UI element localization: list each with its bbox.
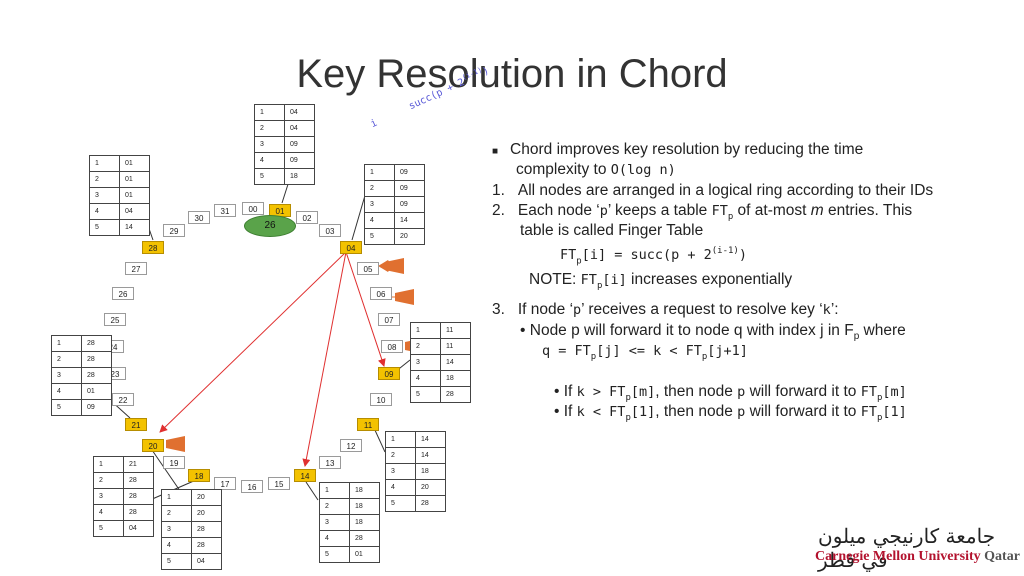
ring-node: 20	[142, 439, 164, 452]
ft14-connector	[305, 481, 319, 501]
ring-node: 16	[241, 480, 263, 493]
ring-node: 17	[214, 477, 236, 490]
key-bubble: 26	[244, 215, 296, 237]
ring-node: 07	[378, 313, 400, 326]
ring-node: 11	[357, 418, 379, 431]
slide-title: Key Resolution in Chord	[296, 52, 728, 96]
bullet-1-cont: complexity to O(log n)	[516, 161, 676, 178]
ring-node: 27	[125, 262, 147, 275]
ring-node: 13	[319, 456, 341, 469]
ring-node: 08	[381, 340, 403, 353]
ring-node: 31	[214, 204, 236, 217]
item-2: 2. Each node ‘p’ keeps a table FTp of at…	[492, 202, 913, 223]
bullet-1: ■Chord improves key resolution by reduci…	[492, 141, 864, 158]
case-1: • If k > FTp[m], then node p will forwar…	[554, 383, 907, 404]
item-3: 3. If node ‘p’ receives a request to res…	[492, 301, 839, 318]
ring-node: 12	[340, 439, 362, 452]
ring-node: 04	[340, 241, 362, 254]
ring-node: 26	[112, 287, 134, 300]
request-lines	[159, 251, 386, 467]
dot-bullet-icon: •	[520, 322, 526, 339]
ft11-connector	[373, 427, 386, 453]
request-line-to-21	[159, 251, 347, 433]
ring-node: 19	[163, 456, 185, 469]
ring-node: 05	[357, 262, 379, 275]
ring-node: 00	[242, 202, 264, 215]
note: NOTE: FTp[i] increases exponentially	[529, 271, 793, 292]
ring-node: 18	[188, 469, 210, 482]
ring-node: 09	[378, 367, 400, 380]
ring-node: 29	[163, 224, 185, 237]
ring-node: 02	[296, 211, 318, 224]
ring-node: 28	[142, 241, 164, 254]
ring-node: 22	[112, 393, 134, 406]
finger-table-definition: FTp[i] = succ(p + 2(i-1))	[560, 246, 747, 267]
ring-node: 15	[268, 477, 290, 490]
item-2-cont: table is called Finger Table	[520, 222, 704, 239]
request-line-to-14	[302, 251, 347, 467]
ring-node: 03	[319, 224, 341, 237]
request-line-to-09	[345, 251, 386, 367]
arrow-icon	[166, 436, 185, 452]
ring-node: 21	[125, 418, 147, 431]
dot-bullet-icon: •	[554, 383, 560, 400]
ring-node: 06	[370, 287, 392, 300]
forward-condition: q = FTp[j] <= k < FTp[j+1]	[542, 343, 748, 363]
ring-node: 25	[104, 313, 126, 326]
ring-node: 30	[188, 211, 210, 224]
item-1: 1. All nodes are arranged in a logical r…	[492, 182, 934, 199]
arrow-icon	[385, 258, 404, 274]
dot-bullet-icon: •	[554, 403, 560, 420]
ring-node: 10	[370, 393, 392, 406]
logo-arabic: جامعة كارنيجي ميلون في قطر	[818, 524, 996, 572]
square-bullet-icon: ■	[492, 146, 499, 157]
arrow-icon	[395, 289, 414, 305]
logo-english: Carnegie Mellon University Qatar	[815, 549, 1020, 564]
case-2: • If k < FTp[1], then node p will forwar…	[554, 403, 907, 424]
ft4-connector	[351, 191, 367, 241]
sub-bullet-1: • Node p will forward it to node q with …	[520, 322, 906, 343]
ring-node: 14	[294, 469, 316, 482]
